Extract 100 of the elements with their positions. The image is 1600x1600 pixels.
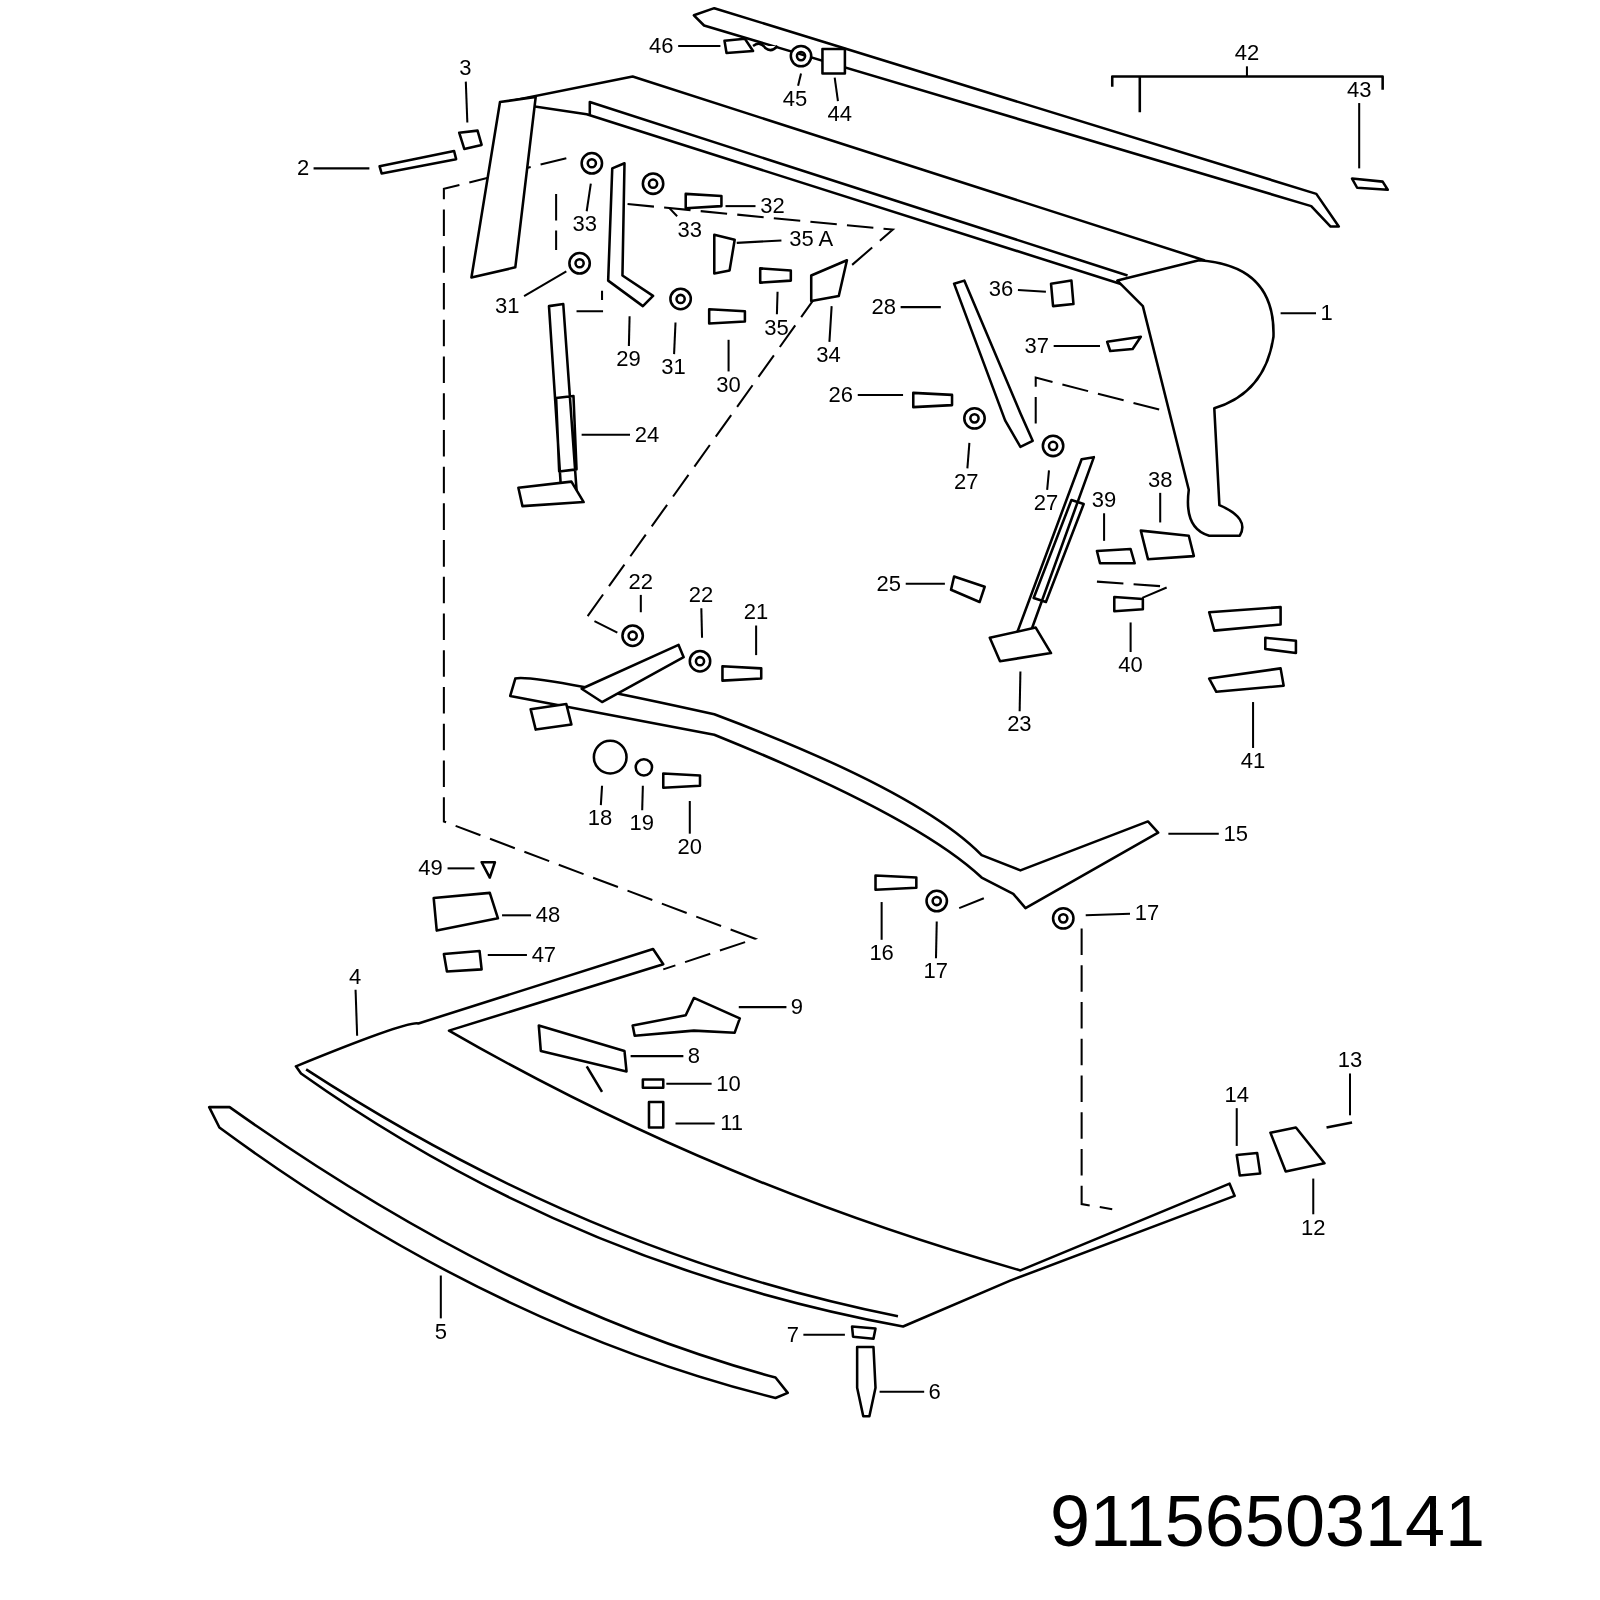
leader-line (313, 167, 370, 170)
callout-number: 5 (434, 1320, 447, 1343)
leader-line (828, 306, 833, 342)
leader-line (1168, 832, 1219, 835)
callout-number: 43 (1346, 78, 1372, 101)
callout-number: 36 (988, 277, 1014, 300)
leader-line (585, 183, 592, 212)
callout-number: 8 (687, 1045, 700, 1068)
callout-number: 34 (816, 344, 841, 367)
leader-line (630, 1055, 684, 1058)
callout-number: 1 (1320, 302, 1333, 325)
leader-line (1129, 622, 1132, 653)
callout-number: 41 (1240, 750, 1266, 773)
callout-number: 46 (649, 34, 674, 57)
leader-line (502, 914, 531, 917)
leader-line (688, 801, 691, 834)
leader-line (1245, 66, 1248, 77)
callout-number: 10 (716, 1072, 741, 1095)
leader-line (736, 239, 782, 244)
callout-number: 27 (1033, 492, 1059, 515)
leader-line (1018, 671, 1022, 712)
callout-number: 49 (418, 857, 443, 880)
leader-line (464, 81, 469, 123)
callout-number: 40 (1118, 654, 1143, 677)
callout-number: 23 (1007, 713, 1032, 736)
leader-line (678, 44, 721, 47)
leader-line (725, 205, 756, 208)
leader-line (666, 1082, 712, 1085)
callout-number: 30 (716, 373, 741, 396)
leader-line (879, 1390, 925, 1393)
callout-number: 26 (828, 383, 854, 406)
callout-number: 31 (494, 295, 520, 318)
callout-number: 37 (1024, 334, 1049, 357)
callout-number: 35 (764, 316, 789, 339)
leader-line (673, 322, 677, 355)
leader-line (966, 442, 971, 469)
callout-number: 21 (743, 601, 769, 624)
leader-line (1159, 492, 1162, 523)
callout-number: 12 (1301, 1216, 1326, 1239)
callout-number: 45 (782, 87, 808, 110)
callout-number: 25 (876, 572, 901, 595)
callout-number: 44 (827, 103, 852, 126)
leader-line (727, 339, 730, 372)
callout-number: 48 (535, 904, 561, 927)
callout-number: 17 (923, 960, 948, 983)
callout-number: 38 (1147, 468, 1173, 491)
leader-line (641, 785, 644, 811)
leader-line (1235, 1108, 1238, 1146)
callout-number: 47 (531, 944, 557, 967)
callout-number: 32 (760, 195, 785, 218)
leader-line (439, 1275, 442, 1319)
callout-number: 19 (629, 812, 655, 835)
callout-number: 11 (720, 1112, 744, 1135)
callout-number: 42 (1234, 42, 1260, 65)
callout-number: 31 (661, 356, 686, 379)
leader-line (599, 785, 604, 806)
leader-line (857, 393, 904, 396)
callout-number: 7 (786, 1323, 799, 1346)
callout-number: 9 (790, 996, 804, 1019)
leader-line (1252, 702, 1255, 748)
leader-line (675, 1122, 715, 1125)
callout-number: 28 (871, 296, 896, 319)
callout-number: 14 (1224, 1083, 1249, 1106)
leader-line (1280, 312, 1316, 315)
callout-number: 35 A (789, 227, 834, 250)
leader-line (934, 921, 938, 959)
callout-number: 33 (677, 218, 702, 241)
leader-line (627, 316, 631, 346)
leader-line (1358, 103, 1361, 169)
callout-number: 6 (928, 1380, 941, 1403)
leader-line (447, 867, 475, 870)
leader-line (1085, 912, 1131, 917)
leader-line (1349, 1073, 1351, 1116)
leader-line (354, 989, 359, 1036)
leader-line (1053, 344, 1100, 347)
leader-line (833, 77, 839, 102)
callout-number: 33 (572, 213, 597, 236)
leader-line (900, 306, 941, 309)
callout-number: 22 (688, 583, 714, 606)
callout-number: 39 (1091, 489, 1117, 511)
leader-line (880, 902, 883, 940)
callout-number: 15 (1223, 822, 1248, 845)
leader-line (755, 625, 758, 656)
leader-line (700, 608, 704, 638)
leader-line (1017, 288, 1046, 293)
callout-number: 2 (296, 157, 310, 180)
leader-line (1312, 1178, 1315, 1215)
leader-line (905, 582, 945, 585)
leader-line (523, 270, 567, 298)
callout-number: 27 (954, 470, 979, 493)
callout-number: 18 (587, 807, 613, 830)
leader-line (775, 291, 779, 315)
callout-number: 17 (1134, 902, 1160, 925)
callout-number: 3 (459, 57, 472, 80)
leader-line (803, 1333, 845, 1336)
callout-number: 24 (634, 423, 660, 446)
callout-number: 13 (1337, 1049, 1363, 1072)
leader-line (487, 954, 527, 957)
part-number: 91156503141 (1050, 1485, 1486, 1557)
leader-line (581, 433, 630, 436)
